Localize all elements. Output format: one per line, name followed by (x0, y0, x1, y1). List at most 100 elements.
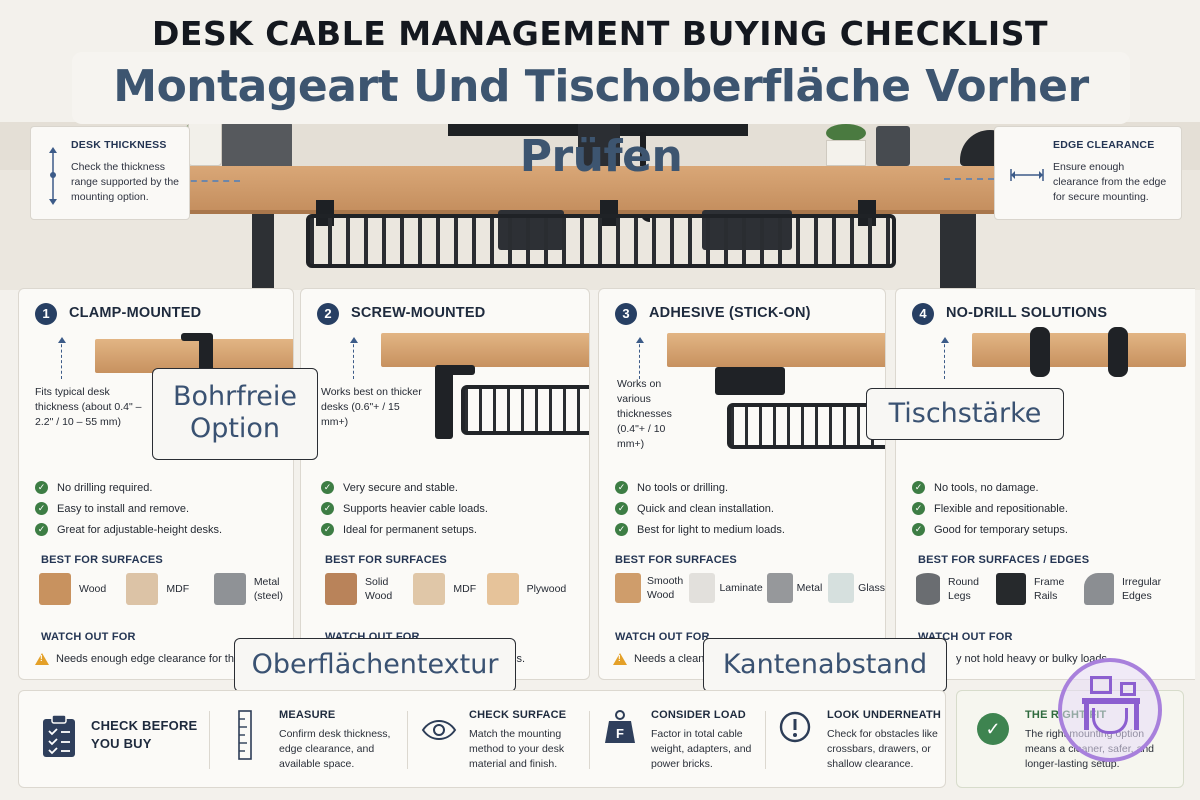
list-item: ✓Ideal for permanent setups. (321, 519, 571, 540)
surface-list: Round Legs Frame Rails Irregular Edges (916, 573, 1192, 605)
option-number: 4 (912, 303, 934, 325)
laptop-icon (222, 122, 292, 166)
consider-load-text: Factor in total cable weight, adapters, … (651, 728, 752, 770)
smooth-wood-swatch (615, 573, 641, 603)
list-item: ✓Flexible and repositionable. (912, 498, 1162, 519)
check-before-title: CHECK BEFORE YOU BUY (91, 718, 198, 751)
check-before-block: CHECK BEFORE YOU BUY (41, 691, 211, 789)
overlay-label-kantenabstand: Kantenabstand (703, 638, 947, 692)
option-title: NO-DRILL SOLUTIONS (946, 305, 1108, 321)
overlay-label-tischstaerke: Tischstärke (866, 388, 1064, 440)
wood-swatch (39, 573, 71, 605)
cable-tray-illustration (306, 214, 896, 268)
check-icon: ✓ (35, 523, 48, 536)
option-number: 1 (35, 303, 57, 325)
best-for-label: BEST FOR SURFACES / EDGES (918, 554, 1090, 566)
surface-label: Solid Wood (365, 576, 393, 602)
best-for-label: BEST FOR SURFACES (325, 554, 447, 566)
surface-list: Solid Wood MDF Plywood (325, 573, 575, 605)
benefit-list: ✓Very secure and stable. ✓Supports heavi… (321, 477, 571, 540)
list-item: ✓Great for adjustable-height desks. (35, 519, 285, 540)
list-item: ✓No tools or drilling. (615, 477, 865, 498)
measure-text: Confirm desk thickness, edge clearance, … (279, 728, 391, 770)
measure-title: MEASURE (279, 709, 336, 721)
surface-label: MDF (166, 583, 190, 595)
thickness-arrow-icon (941, 337, 949, 379)
mug-icon (876, 126, 910, 166)
surface-label: Metal (steel) (253, 576, 283, 602)
watch-out-label: WATCH OUT FOR (41, 631, 136, 643)
check-icon: ✓ (35, 502, 48, 515)
overlay-label-oberflaeche: Oberflächentextur (234, 638, 516, 692)
check-icon: ✓ (912, 481, 925, 494)
measure-block: MEASURE Confirm desk thickness, edge cle… (235, 691, 399, 789)
mdf-swatch (413, 573, 446, 605)
mdf-swatch (126, 573, 159, 605)
list-item: ✓Best for light to medium loads. (615, 519, 865, 540)
screw-mount-illustration (381, 333, 589, 453)
check-icon: ✓ (615, 502, 628, 515)
option-number: 2 (317, 303, 339, 325)
option-note: Works best on thicker desks (0.6"+ / 15 … (321, 386, 422, 428)
benefit-list: ✓No drilling required. ✓Easy to install … (35, 477, 285, 540)
option-title: CLAMP-MOUNTED (69, 305, 202, 321)
surface-label: MDF (453, 583, 477, 595)
look-underneath-block: LOOK UNDERNEATH Check for obstacles like… (779, 691, 945, 789)
desk-thickness-title: DESK THICKNESS (71, 139, 167, 151)
surface-label: Plywood (526, 583, 567, 595)
check-icon: ✓ (615, 481, 628, 494)
list-item: ✓Very secure and stable. (321, 477, 571, 498)
check-icon: ✓ (321, 523, 334, 536)
consider-load-title: CONSIDER LOAD (651, 709, 746, 721)
option-card-clamp: 1 CLAMP-MOUNTED Fits typical desk thickn… (18, 288, 294, 680)
plant-pot-icon (826, 140, 866, 166)
metal-swatch (213, 573, 246, 605)
warning-row: !Needs a clean, (613, 653, 707, 665)
benefit-list: ✓No tools, no damage. ✓Flexible and repo… (912, 477, 1162, 540)
vertical-measure-icon (43, 145, 63, 205)
surface-label: Irregular Edges (1122, 576, 1162, 602)
list-item: ✓Easy to install and remove. (35, 498, 285, 519)
list-item: ✓Quick and clean installation. (615, 498, 865, 519)
frame-rail-icon (996, 573, 1026, 605)
irregular-edge-icon (1084, 573, 1114, 605)
option-card-no-drill: 4 NO-DRILL SOLUTIONS ✓No tools, no damag… (895, 288, 1195, 680)
subtitle-overlay: Montageart Und Tischoberfläche Vorher Pr… (72, 52, 1130, 182)
check-surface-block: CHECK SURFACE Match the mounting method … (421, 691, 601, 789)
option-note: Works on various thicknesses (0.4"+ / 10… (617, 378, 672, 450)
glass-swatch (828, 573, 855, 603)
look-underneath-text: Check for obstacles like crossbars, draw… (827, 728, 938, 770)
check-surface-text: Match the mounting method to your desk m… (469, 728, 565, 770)
surface-label: Round Legs (948, 576, 979, 602)
adhesive-illustration (667, 333, 885, 453)
surface-label: Laminate (719, 582, 763, 594)
surface-label: Wood (79, 583, 107, 595)
solid-wood-swatch (325, 573, 357, 605)
overlay-label-bohrfreie: Bohrfreie Option (152, 368, 318, 460)
look-underneath-title: LOOK UNDERNEATH (827, 709, 942, 721)
surface-label: Glass (858, 582, 885, 594)
list-item: ✓No drilling required. (35, 477, 285, 498)
check-icon: ✓ (321, 502, 334, 515)
horizontal-measure-icon (1007, 145, 1047, 205)
list-item: ✓Good for temporary setups. (912, 519, 1162, 540)
weight-icon: F (603, 709, 637, 749)
desk-thickness-text: Check the thickness range supported by t… (71, 161, 179, 203)
edge-clearance-card: EDGE CLEARANCE Ensure enough clearance f… (994, 126, 1182, 220)
list-item: ✓No tools, no damage. (912, 477, 1162, 498)
edge-clearance-title: EDGE CLEARANCE (1053, 139, 1155, 151)
plywood-swatch (486, 573, 519, 605)
surface-list: Smooth Wood Laminate Metal Glass (615, 573, 885, 603)
strap-illustration (972, 327, 1186, 453)
warning-icon: ! (35, 653, 49, 665)
option-note: Fits typical desk thickness (about 0.4" … (35, 386, 142, 428)
option-title: ADHESIVE (STICK-ON) (649, 305, 811, 321)
list-item: ✓Supports heavier cable loads. (321, 498, 571, 519)
warning-row: y not hold heavy or bulky loads. (956, 653, 1111, 665)
svg-text:F: F (616, 726, 624, 741)
check-icon: ✓ (912, 523, 925, 536)
watch-out-label: WATCH OUT FOR (615, 631, 710, 643)
page-title: DESK CABLE MANAGEMENT BUYING CHECKLIST (152, 14, 1048, 53)
clipboard-checklist-icon (41, 713, 75, 757)
